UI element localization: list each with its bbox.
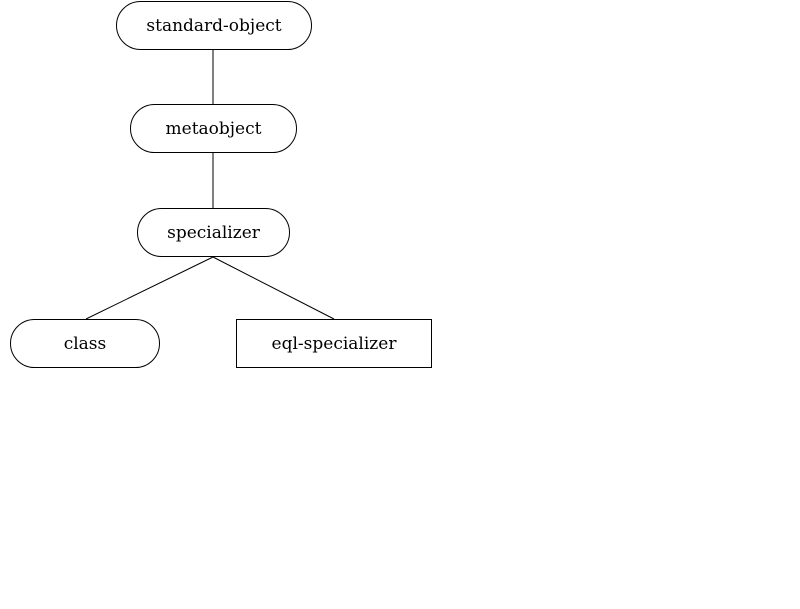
node-class: class: [10, 319, 160, 368]
edge-specializer-eql-specializer: [212, 256, 335, 320]
node-label-eql-specializer: eql-specializer: [271, 333, 397, 354]
node-label-class: class: [63, 333, 107, 354]
node-label-metaobject: metaobject: [165, 118, 262, 139]
node-label-specializer: specializer: [167, 222, 260, 243]
node-label-standard-object: standard-object: [146, 15, 282, 36]
edge-specializer-class: [85, 256, 214, 320]
node-metaobject: metaobject: [130, 104, 297, 153]
node-eql-specializer: eql-specializer: [236, 319, 432, 368]
node-standard-object: standard-object: [116, 1, 312, 50]
node-specializer: specializer: [137, 208, 290, 257]
